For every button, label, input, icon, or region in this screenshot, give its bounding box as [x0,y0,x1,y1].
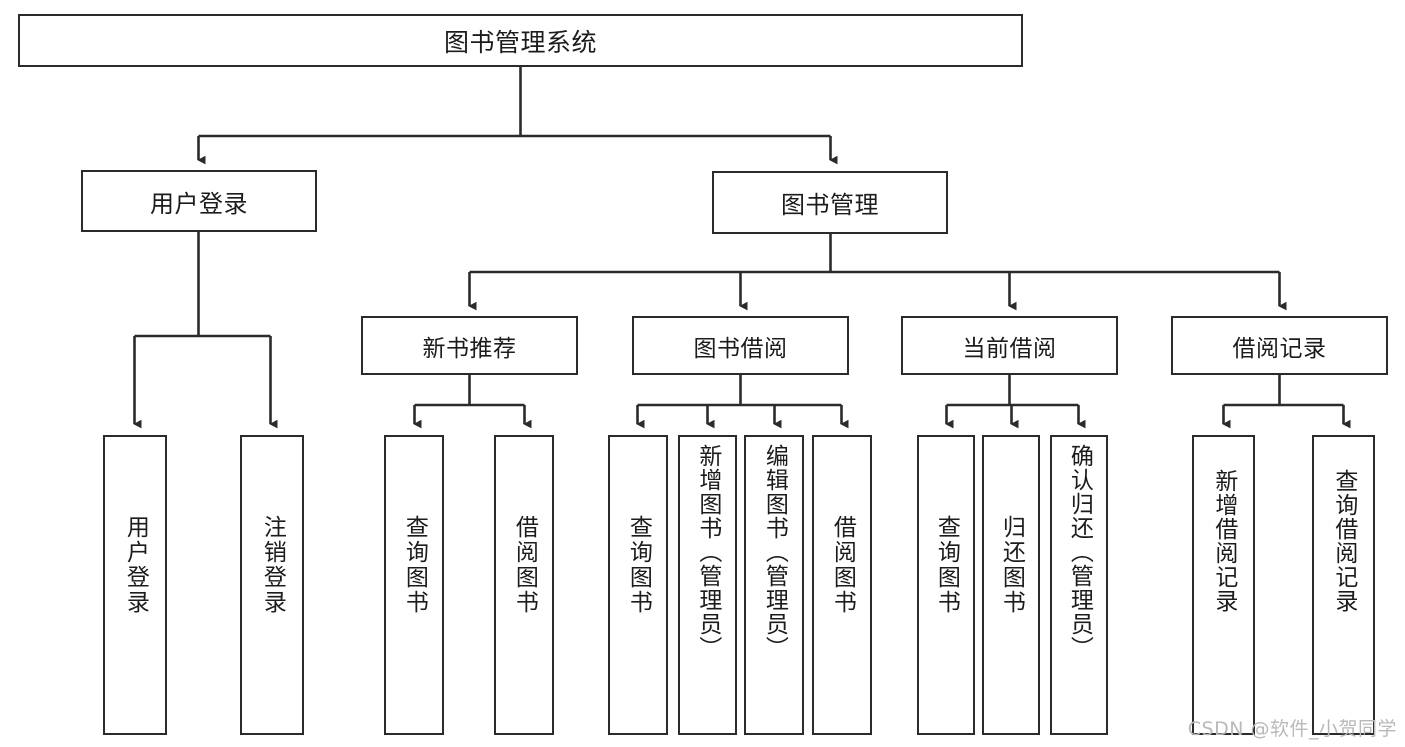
leaf-book-borrow-edit-book-admin[interactable]: 编辑图书（管理员） [744,435,804,735]
leaf-borrow-record-add-record[interactable]: 新增借阅记录 [1192,435,1255,735]
node-label: 图书管理 [781,191,879,219]
watermark: CSDN @软件_小贺同学 [1187,718,1397,740]
node-book-borrow[interactable]: 图书借阅 [632,316,849,375]
node-label: 图书借阅 [693,335,788,362]
leaf-label: 借阅图书 [511,515,538,615]
node-label: 新书推荐 [422,335,517,362]
leaf-label: 用户登录 [122,515,149,615]
leaf-user-login-login[interactable]: 用户登录 [103,435,167,735]
node-book-management[interactable]: 图书管理 [712,171,948,234]
leaf-label: 新增借阅记录 [1210,469,1237,613]
leaf-label: 确认归还（管理员） [1066,444,1093,660]
leaf-current-borrow-query-book[interactable]: 查询图书 [917,435,975,735]
node-user-login[interactable]: 用户登录 [81,170,317,232]
leaf-book-borrow-add-book-admin[interactable]: 新增图书（管理员） [678,435,737,735]
leaf-label: 新增图书（管理员） [694,444,721,660]
node-root-book-management-system[interactable]: 图书管理系统 [18,14,1023,67]
leaf-current-borrow-return-book[interactable]: 归还图书 [982,435,1040,735]
leaf-label: 查询图书 [933,515,960,615]
leaf-label: 查询图书 [401,515,428,615]
leaf-borrow-record-query-record[interactable]: 查询借阅记录 [1312,435,1375,735]
leaf-label: 注销登录 [259,515,286,615]
leaf-book-borrow-query-book[interactable]: 查询图书 [608,435,668,735]
node-current-borrow[interactable]: 当前借阅 [901,316,1118,375]
leaf-label: 查询借阅记录 [1330,469,1357,613]
leaf-new-book-query-book[interactable]: 查询图书 [384,435,444,735]
leaf-book-borrow-borrow-book[interactable]: 借阅图书 [812,435,872,735]
leaf-label: 编辑图书（管理员） [761,444,788,660]
node-label: 借阅记录 [1232,335,1327,362]
leaf-label: 借阅图书 [829,515,856,615]
node-borrow-record[interactable]: 借阅记录 [1171,316,1388,375]
node-label: 当前借阅 [962,335,1057,362]
leaf-new-book-borrow-book[interactable]: 借阅图书 [494,435,554,735]
leaf-label: 归还图书 [998,515,1025,615]
node-label: 图书管理系统 [443,27,597,57]
leaf-user-login-logout[interactable]: 注销登录 [240,435,304,735]
leaf-label: 查询图书 [625,515,652,615]
node-label: 用户登录 [150,189,248,218]
node-new-book-recommend[interactable]: 新书推荐 [361,316,578,375]
leaf-current-borrow-confirm-return-admin[interactable]: 确认归还（管理员） [1050,435,1108,735]
